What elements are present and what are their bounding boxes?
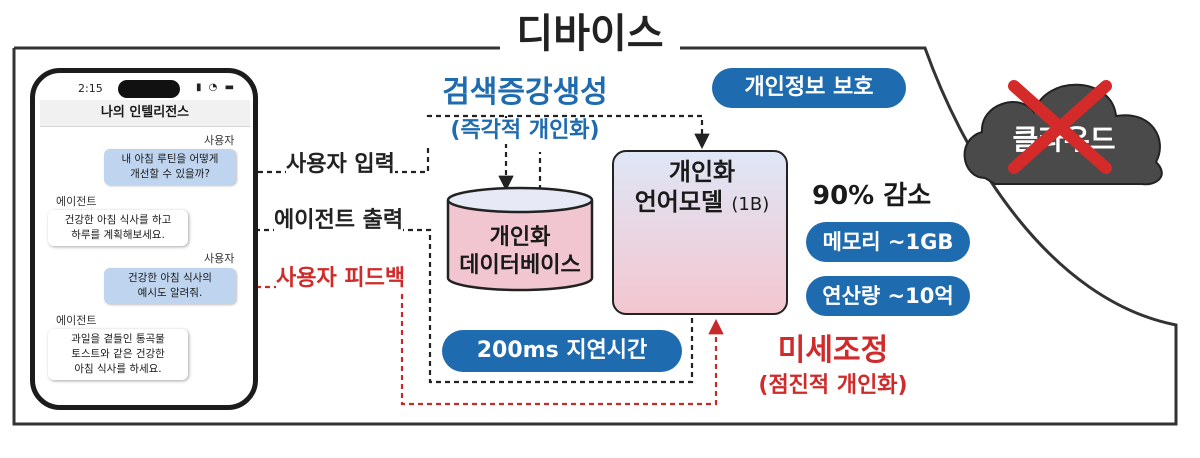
device-title: 디바이스 bbox=[500, 12, 680, 56]
agent-output-label: 에이전트 출력 bbox=[274, 202, 404, 234]
status-icons: ▮ ◔ ▬ bbox=[196, 82, 237, 93]
device-boundary bbox=[12, 46, 1178, 426]
latency-badge: 200ms 지연시간 bbox=[442, 330, 682, 372]
speaker-agent-1: 에이전트 bbox=[56, 195, 97, 208]
database-label-line1: 개인화 bbox=[489, 225, 551, 250]
rag-title: 검색증강생성 bbox=[420, 76, 630, 110]
memory-badge: 메모리 ~1GB bbox=[806, 222, 970, 262]
message-line: 토스트와 같은 건강한 bbox=[71, 348, 165, 360]
message-line: 아침 식사를 하세요. bbox=[74, 363, 162, 375]
model-size: (1B) bbox=[731, 194, 770, 215]
message-line: 내 아침 루틴을 어떻게 bbox=[121, 153, 219, 165]
model-title-line2: 언어모델 (1B) bbox=[622, 187, 782, 220]
message-user-2: 건강한 아침 식사의 예시도 알려줘. bbox=[104, 268, 236, 304]
cross-icon bbox=[1008, 80, 1112, 174]
message-line: 하루를 계획해보세요. bbox=[71, 229, 165, 241]
speaker-agent-2: 에이전트 bbox=[56, 314, 97, 327]
message-agent-2: 과일을 곁들인 통곡물 토스트와 같은 건강한 아침 식사를 하세요. bbox=[48, 329, 188, 380]
message-line: 건강한 아침 식사를 하고 bbox=[64, 214, 172, 226]
message-line: 건강한 아침 식사의 bbox=[128, 272, 212, 284]
user-feedback-label: 사용자 피드백 bbox=[276, 260, 406, 292]
status-time: 2:15 bbox=[78, 82, 103, 95]
user-input-arrow bbox=[240, 114, 710, 174]
database-label: 개인화 데이터베이스 bbox=[448, 224, 592, 280]
privacy-badge: 개인정보 보호 bbox=[712, 68, 906, 108]
rag-subtitle: (즉각적 개인화) bbox=[420, 118, 630, 144]
speaker-user-2: 사용자 bbox=[204, 252, 235, 265]
message-agent-1: 건강한 아침 식사를 하고 하루를 계획해보세요. bbox=[48, 210, 188, 246]
model-title-line1: 개인화 bbox=[668, 158, 736, 186]
model-title: 개인화 언어모델 (1B) bbox=[622, 157, 782, 220]
model-name: 언어모델 bbox=[634, 188, 724, 216]
message-line: 과일을 곁들인 통곡물 bbox=[71, 333, 165, 345]
finetune-title: 미세조정 bbox=[777, 333, 889, 368]
message-user-1: 내 아침 루틴을 어떻게 개선할 수 있을까? bbox=[104, 149, 236, 185]
finetune-subtitle: (점진적 개인화) bbox=[758, 373, 908, 398]
message-line: 개선할 수 있을까? bbox=[130, 168, 210, 180]
chat-header: 나의 인텔리전스 bbox=[40, 100, 250, 127]
reduction-title: 90% 감소 bbox=[812, 181, 932, 211]
language-model-box bbox=[612, 150, 788, 315]
message-line: 예시도 알려줘. bbox=[137, 287, 203, 299]
database-label-line2: 데이터베이스 bbox=[459, 253, 581, 278]
phone-notch bbox=[118, 80, 180, 98]
speaker-user-1: 사용자 bbox=[204, 134, 235, 147]
user-input-label: 사용자 입력 bbox=[286, 146, 395, 178]
compute-badge: 연산량 ~10억 bbox=[806, 276, 970, 316]
database-cylinder bbox=[446, 186, 594, 292]
